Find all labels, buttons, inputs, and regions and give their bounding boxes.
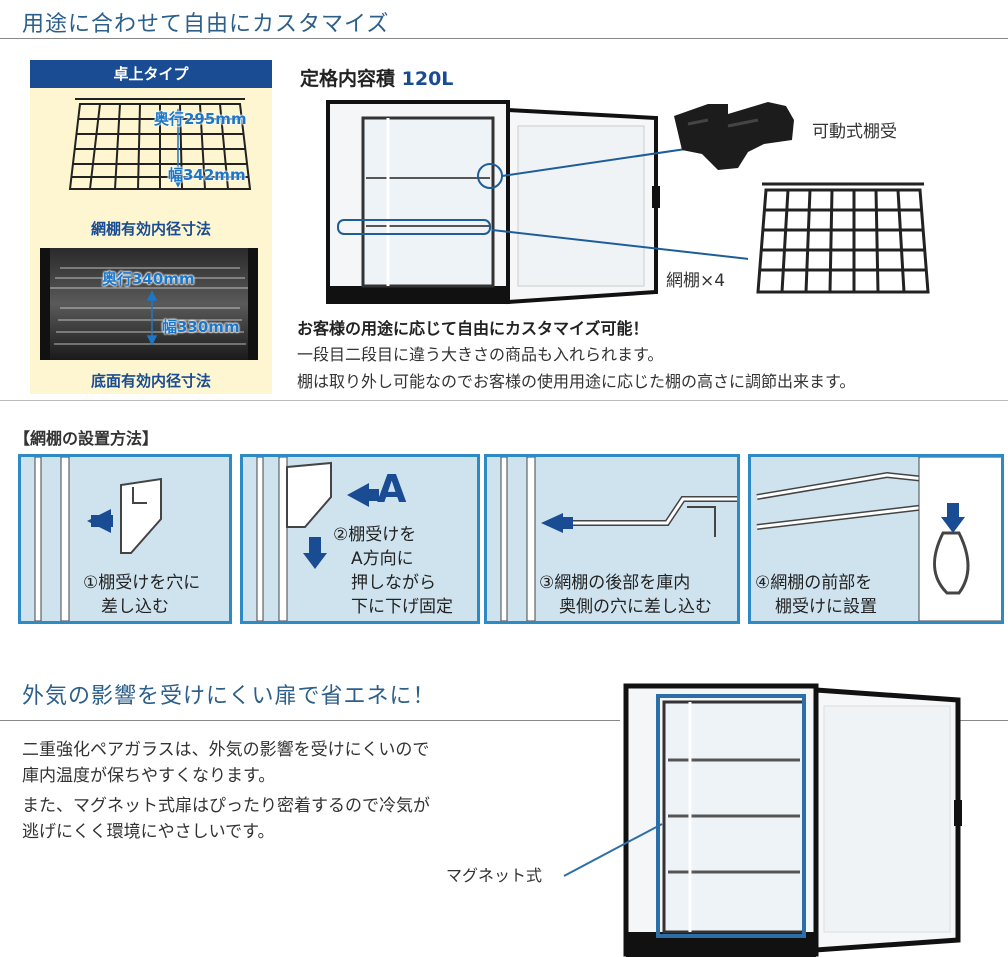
shelf-depth-label: 奥行295mm	[154, 110, 247, 128]
bottom-width-label: 幅330mm	[162, 318, 240, 336]
energy-line-1: 二重強化ペアガラスは、外気の影響を受けにくいので	[22, 740, 430, 760]
showcase-door-image	[623, 683, 962, 957]
customize-line-2: 棚は取り外し可能なのでお客様の使用用途に応じた棚の高さに調節出来ます。	[297, 372, 856, 391]
step-4-line-1: ④網棚の前部を	[755, 573, 873, 593]
energy-line-3: また、マグネット式扉はぴったり密着するので冷気が	[22, 796, 430, 816]
customize-headline: お客様の用途に応じて自由にカスタマイズ可能！	[297, 319, 649, 338]
capacity-label: 定格内容積	[300, 68, 396, 90]
shelf-caption: 網棚有効内径寸法	[90, 220, 211, 238]
callout-lines	[491, 145, 748, 260]
howto-step-1: ①棚受けを穴に 差し込む	[18, 454, 232, 624]
step-4-diagram	[756, 457, 1001, 621]
step-2-direction-marker: A	[377, 467, 407, 511]
energy-divider-right	[940, 720, 1008, 721]
step-2-line-4: 下に下げ固定	[351, 597, 453, 617]
interior-bottom-photo	[40, 248, 258, 360]
step-4-line-2: 棚受けに設置	[775, 597, 877, 617]
customize-divider	[0, 400, 1008, 401]
magnet-callout-label: マグネット式	[446, 866, 543, 885]
step-3-line-2: 奥側の穴に差し込む	[559, 597, 712, 617]
bottom-depth-label: 奥行340mm	[102, 270, 195, 288]
step-2-line-1: ②棚受けを	[333, 525, 417, 545]
howto-title: 【網棚の設置方法】	[14, 429, 159, 448]
wire-shelf-diagram	[68, 98, 252, 190]
step-1-line-2: 差し込む	[101, 597, 169, 617]
magnet-callout-line	[563, 823, 663, 877]
step-2-line-2: A方向に	[351, 549, 414, 569]
wire-shelf-image	[756, 182, 930, 294]
energy-line-2: 庫内温度が保ちやすくなります。	[22, 766, 276, 786]
section-title-customize: 用途に合わせて自由にカスタマイズ	[22, 12, 390, 37]
energy-line-4: 逃げにくく環境にやさしいです。	[22, 822, 275, 842]
shelf-width-label: 幅342mm	[168, 166, 246, 184]
step-3-diagram	[500, 457, 737, 621]
howto-step-3: ③網棚の後部を庫内 奥側の穴に差し込む	[484, 454, 740, 624]
shelf-count-label: 網棚×4	[666, 271, 726, 291]
howto-step-4: ④網棚の前部を 棚受けに設置	[748, 454, 1004, 624]
step-3-line-1: ③網棚の後部を庫内	[539, 573, 691, 593]
step-1-diagram	[34, 457, 162, 621]
step-2-diagram	[256, 457, 379, 621]
bottom-caption: 底面有効内径寸法	[90, 372, 211, 390]
capacity-title: 定格内容積 120L	[300, 64, 453, 91]
section-title-energy: 外気の影響を受けにくい扉で省エネに！	[22, 684, 436, 709]
showcase-product-image	[326, 100, 660, 305]
bracket-label: 可動式棚受	[812, 122, 897, 142]
customize-line-1: 一段目二段目に違う大きさの商品も入れられます。	[297, 345, 664, 364]
howto-step-2: A ②棚受けを A方向に 押しながら 下に下げ固定	[240, 454, 480, 624]
step-2-line-3: 押しながら	[351, 573, 436, 593]
movable-bracket-image	[674, 102, 794, 170]
spec-panel-header: 卓上タイプ	[30, 60, 272, 88]
step-1-line-1: ①棚受けを穴に	[83, 573, 201, 593]
capacity-value: 120L	[401, 68, 454, 90]
energy-divider	[0, 720, 620, 721]
section-divider	[0, 38, 1008, 39]
